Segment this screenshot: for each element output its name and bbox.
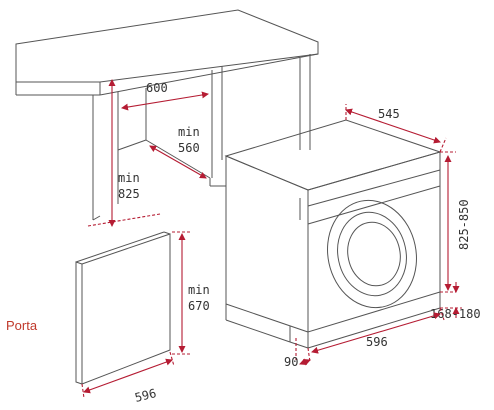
plinth-height-dimension: 168-180: [430, 282, 481, 321]
machine-depth-dimension: 545: [345, 104, 447, 153]
worktop: [15, 9, 319, 96]
cabinet-height-value-label: 825: [118, 187, 140, 201]
cabinet-depth-min-label: min: [178, 125, 200, 139]
plinth-offset-label: 90: [284, 355, 298, 369]
plinth-offset-dimension: 90: [284, 338, 311, 369]
door-width-dimension: 596: [81, 351, 175, 405]
cabinet-height-dimension: min 825: [87, 79, 161, 227]
door-note: Porta: [6, 318, 38, 333]
machine-depth-label: 545: [378, 107, 400, 121]
door-height-min-label: min: [188, 283, 210, 297]
cabinet-depth-dimension: min 560: [149, 125, 207, 179]
machine-width-label: 596: [366, 335, 388, 349]
machine-height-dimension: 825-850: [440, 151, 471, 293]
machine-width-dimension: 596: [307, 307, 445, 363]
cabinet-height-min-label: min: [118, 171, 140, 185]
cabinet-depth-value-label: 560: [178, 141, 200, 155]
washing-machine-door-porthole: [327, 199, 417, 309]
door-panel: [75, 231, 171, 385]
cabinet-width-label: 600: [146, 81, 168, 95]
machine-height-label: 825-850: [457, 199, 471, 250]
washing-machine: [224, 119, 442, 349]
cabinet-width-dimension: 600: [121, 81, 209, 111]
door-height-value-label: 670: [188, 299, 210, 313]
door-height-dimension: min 670: [172, 231, 210, 355]
door-width-label: 596: [133, 386, 157, 405]
plinth-height-label: 168-180: [430, 307, 481, 321]
